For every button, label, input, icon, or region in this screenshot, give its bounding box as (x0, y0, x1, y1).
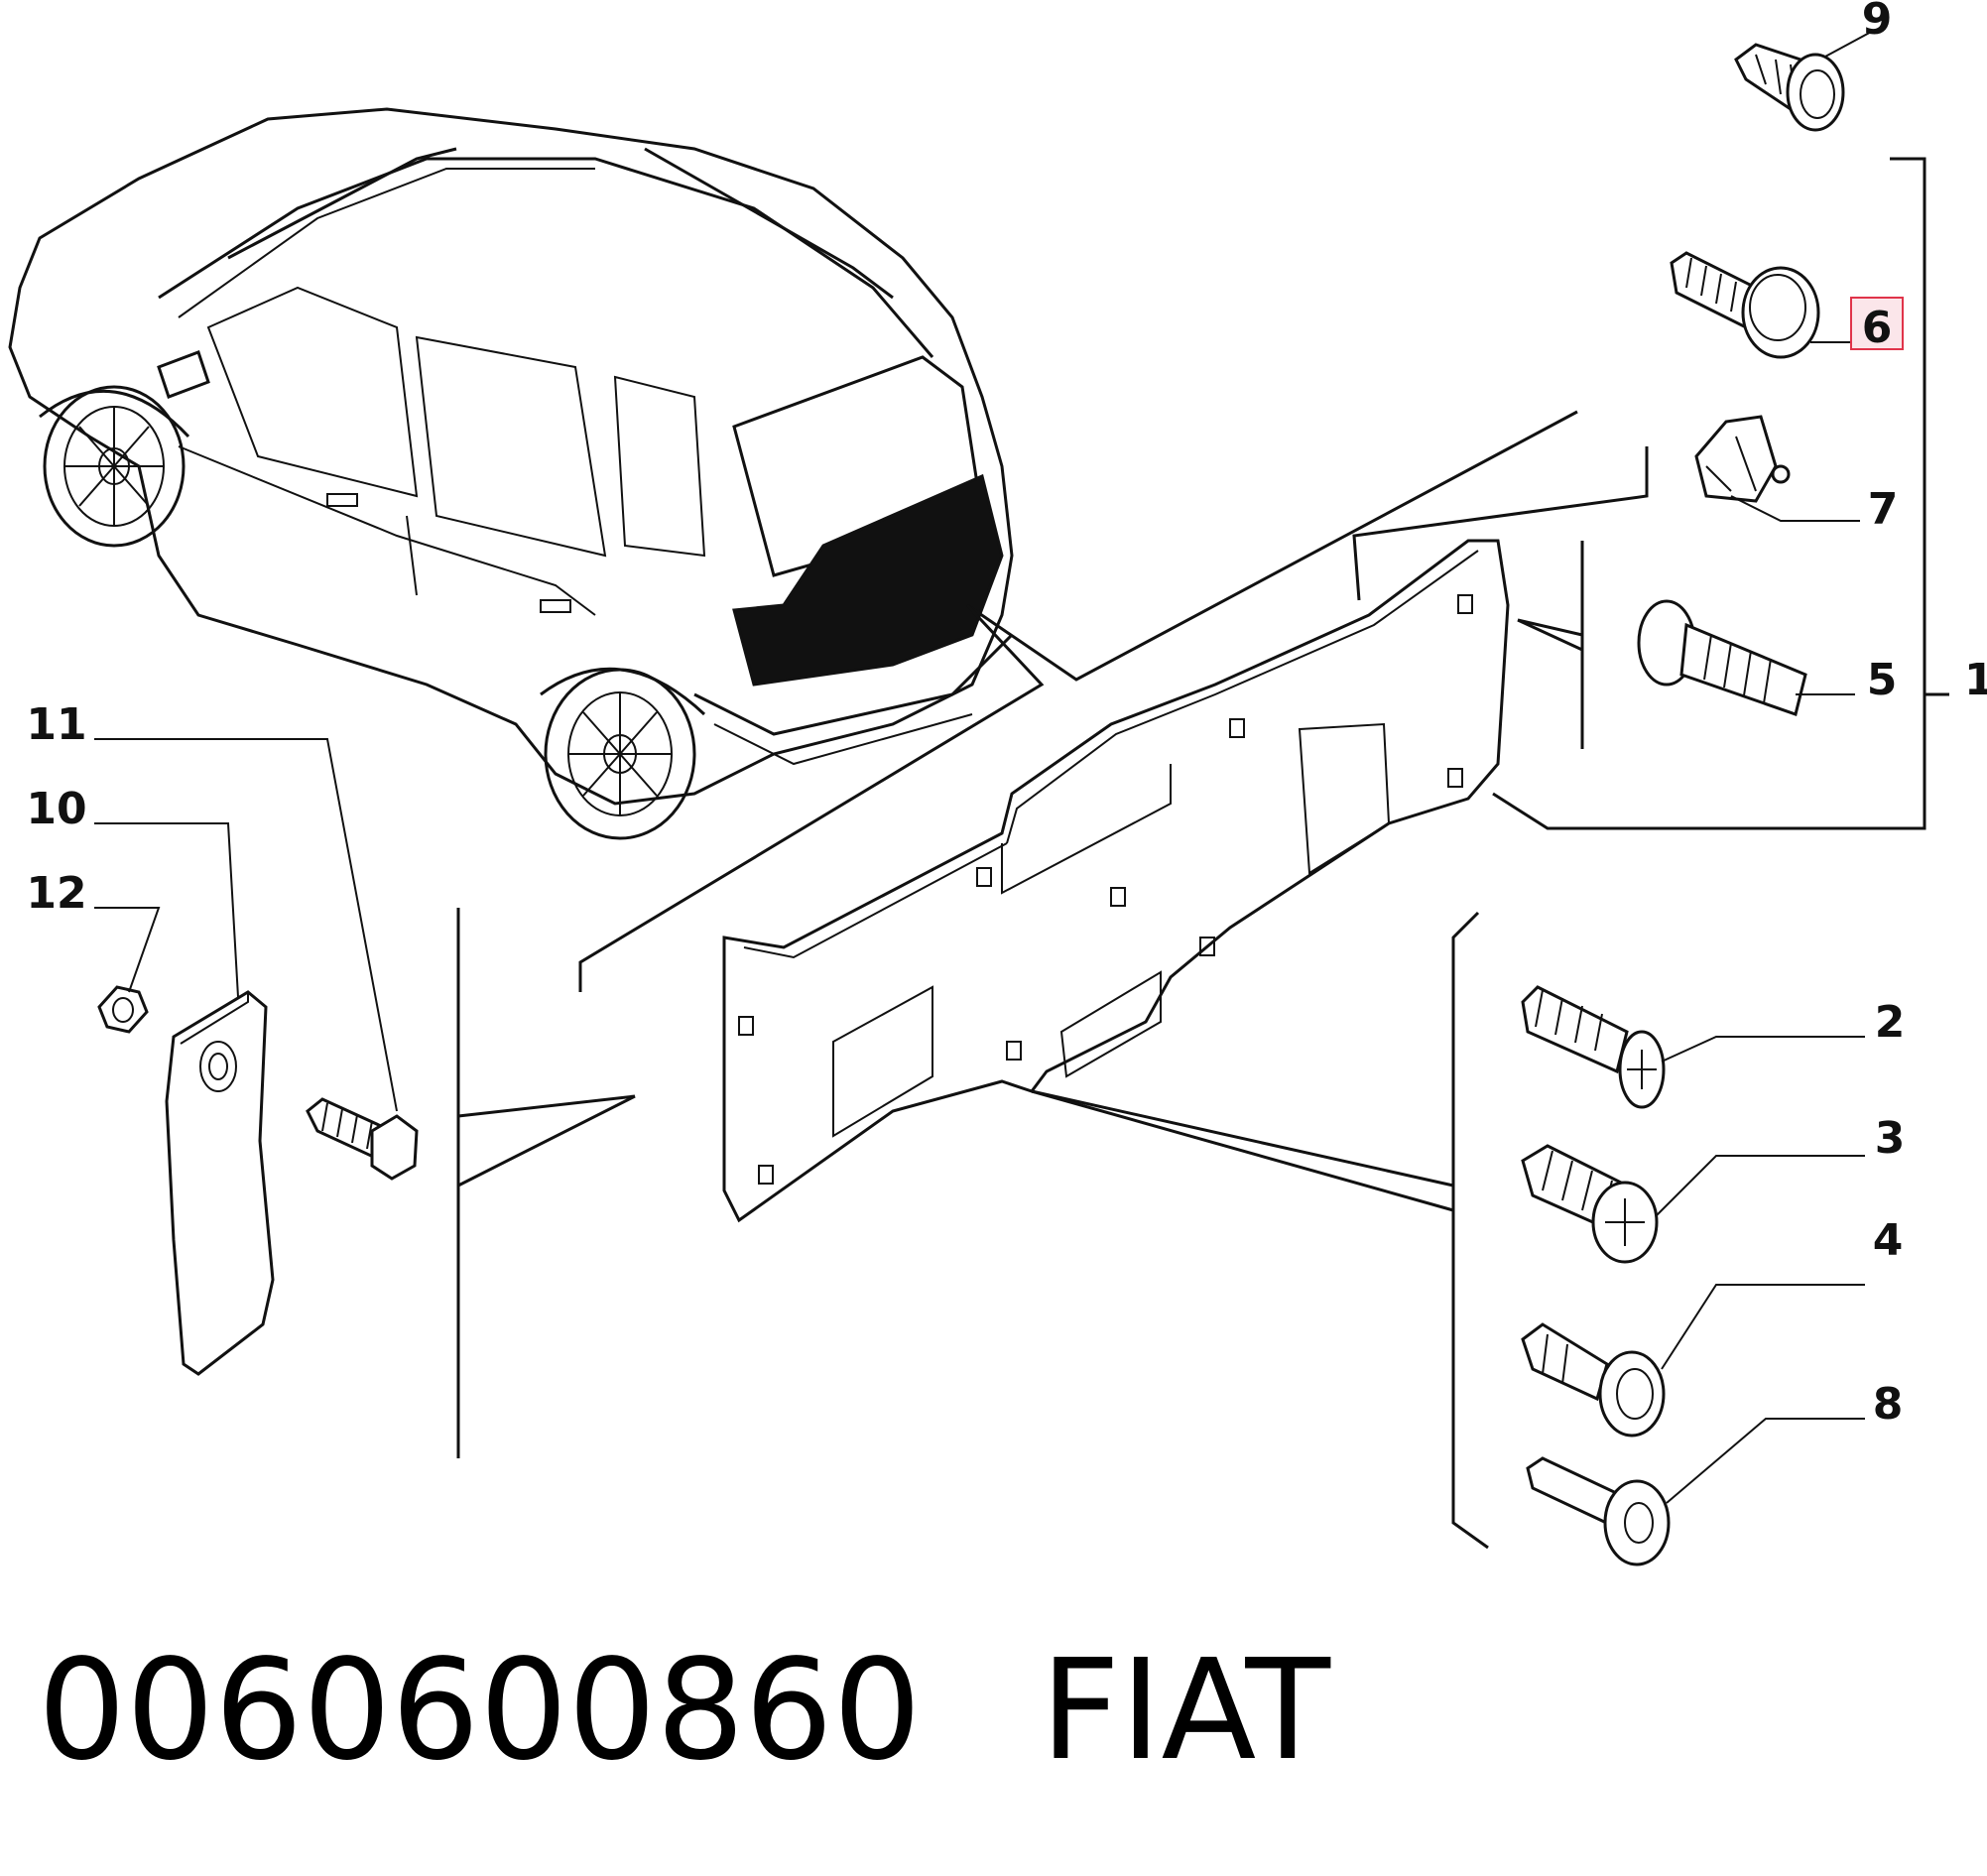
brand-name: FIAT (1040, 1630, 1330, 1792)
callout-4: 4 (1873, 1215, 1904, 1266)
tailgate-trim-panel (722, 539, 1510, 1223)
part-7-u-clip (1694, 415, 1860, 522)
panel-center-recess (1059, 970, 1162, 1078)
part-10-bracket-plate (94, 822, 275, 1376)
part-3-screw (1521, 1144, 1865, 1264)
part-number: 0060600860 (38, 1630, 922, 1792)
part-2-screw (1521, 985, 1865, 1109)
part-11-hex-bolt (94, 738, 419, 1181)
part-5-screw (1637, 599, 1855, 716)
door-handle-front (326, 493, 358, 507)
side-mirror (157, 350, 210, 399)
callout-2: 2 (1875, 997, 1906, 1048)
callout-3: 3 (1875, 1113, 1906, 1164)
callout-10: 10 (26, 784, 86, 834)
part-9-push-rivet (1734, 29, 1876, 132)
leader-lines-car (578, 410, 1649, 992)
front-wheel (43, 385, 186, 548)
car-illustration (8, 107, 1014, 840)
part-4-push-clip (1521, 1284, 1865, 1438)
callout-7: 7 (1868, 484, 1899, 535)
tailgate-panel-highlight (732, 473, 1004, 687)
callout-6[interactable]: 6 (1862, 303, 1893, 353)
callout-6-highlight (1850, 297, 1904, 350)
door-handle-rear (540, 599, 571, 613)
part-12-nut (94, 907, 161, 1034)
part-8-push-pin (1526, 1418, 1865, 1566)
callout-12: 12 (26, 868, 86, 919)
callout-5: 5 (1867, 655, 1898, 705)
panel-cutout-right (1298, 722, 1391, 875)
part-6-plastic-screw (1670, 251, 1860, 359)
callout-1: 1 (1964, 655, 1987, 705)
callout-8: 8 (1873, 1379, 1904, 1430)
callout-labels: 9 6 7 5 1 2 3 4 8 11 10 12 (26, 0, 1987, 1430)
brackets (456, 157, 1949, 1550)
rear-wheel (544, 668, 696, 840)
callout-11: 11 (26, 699, 86, 750)
panel-cutout-left (832, 985, 933, 1138)
callout-9: 9 (1862, 0, 1893, 45)
